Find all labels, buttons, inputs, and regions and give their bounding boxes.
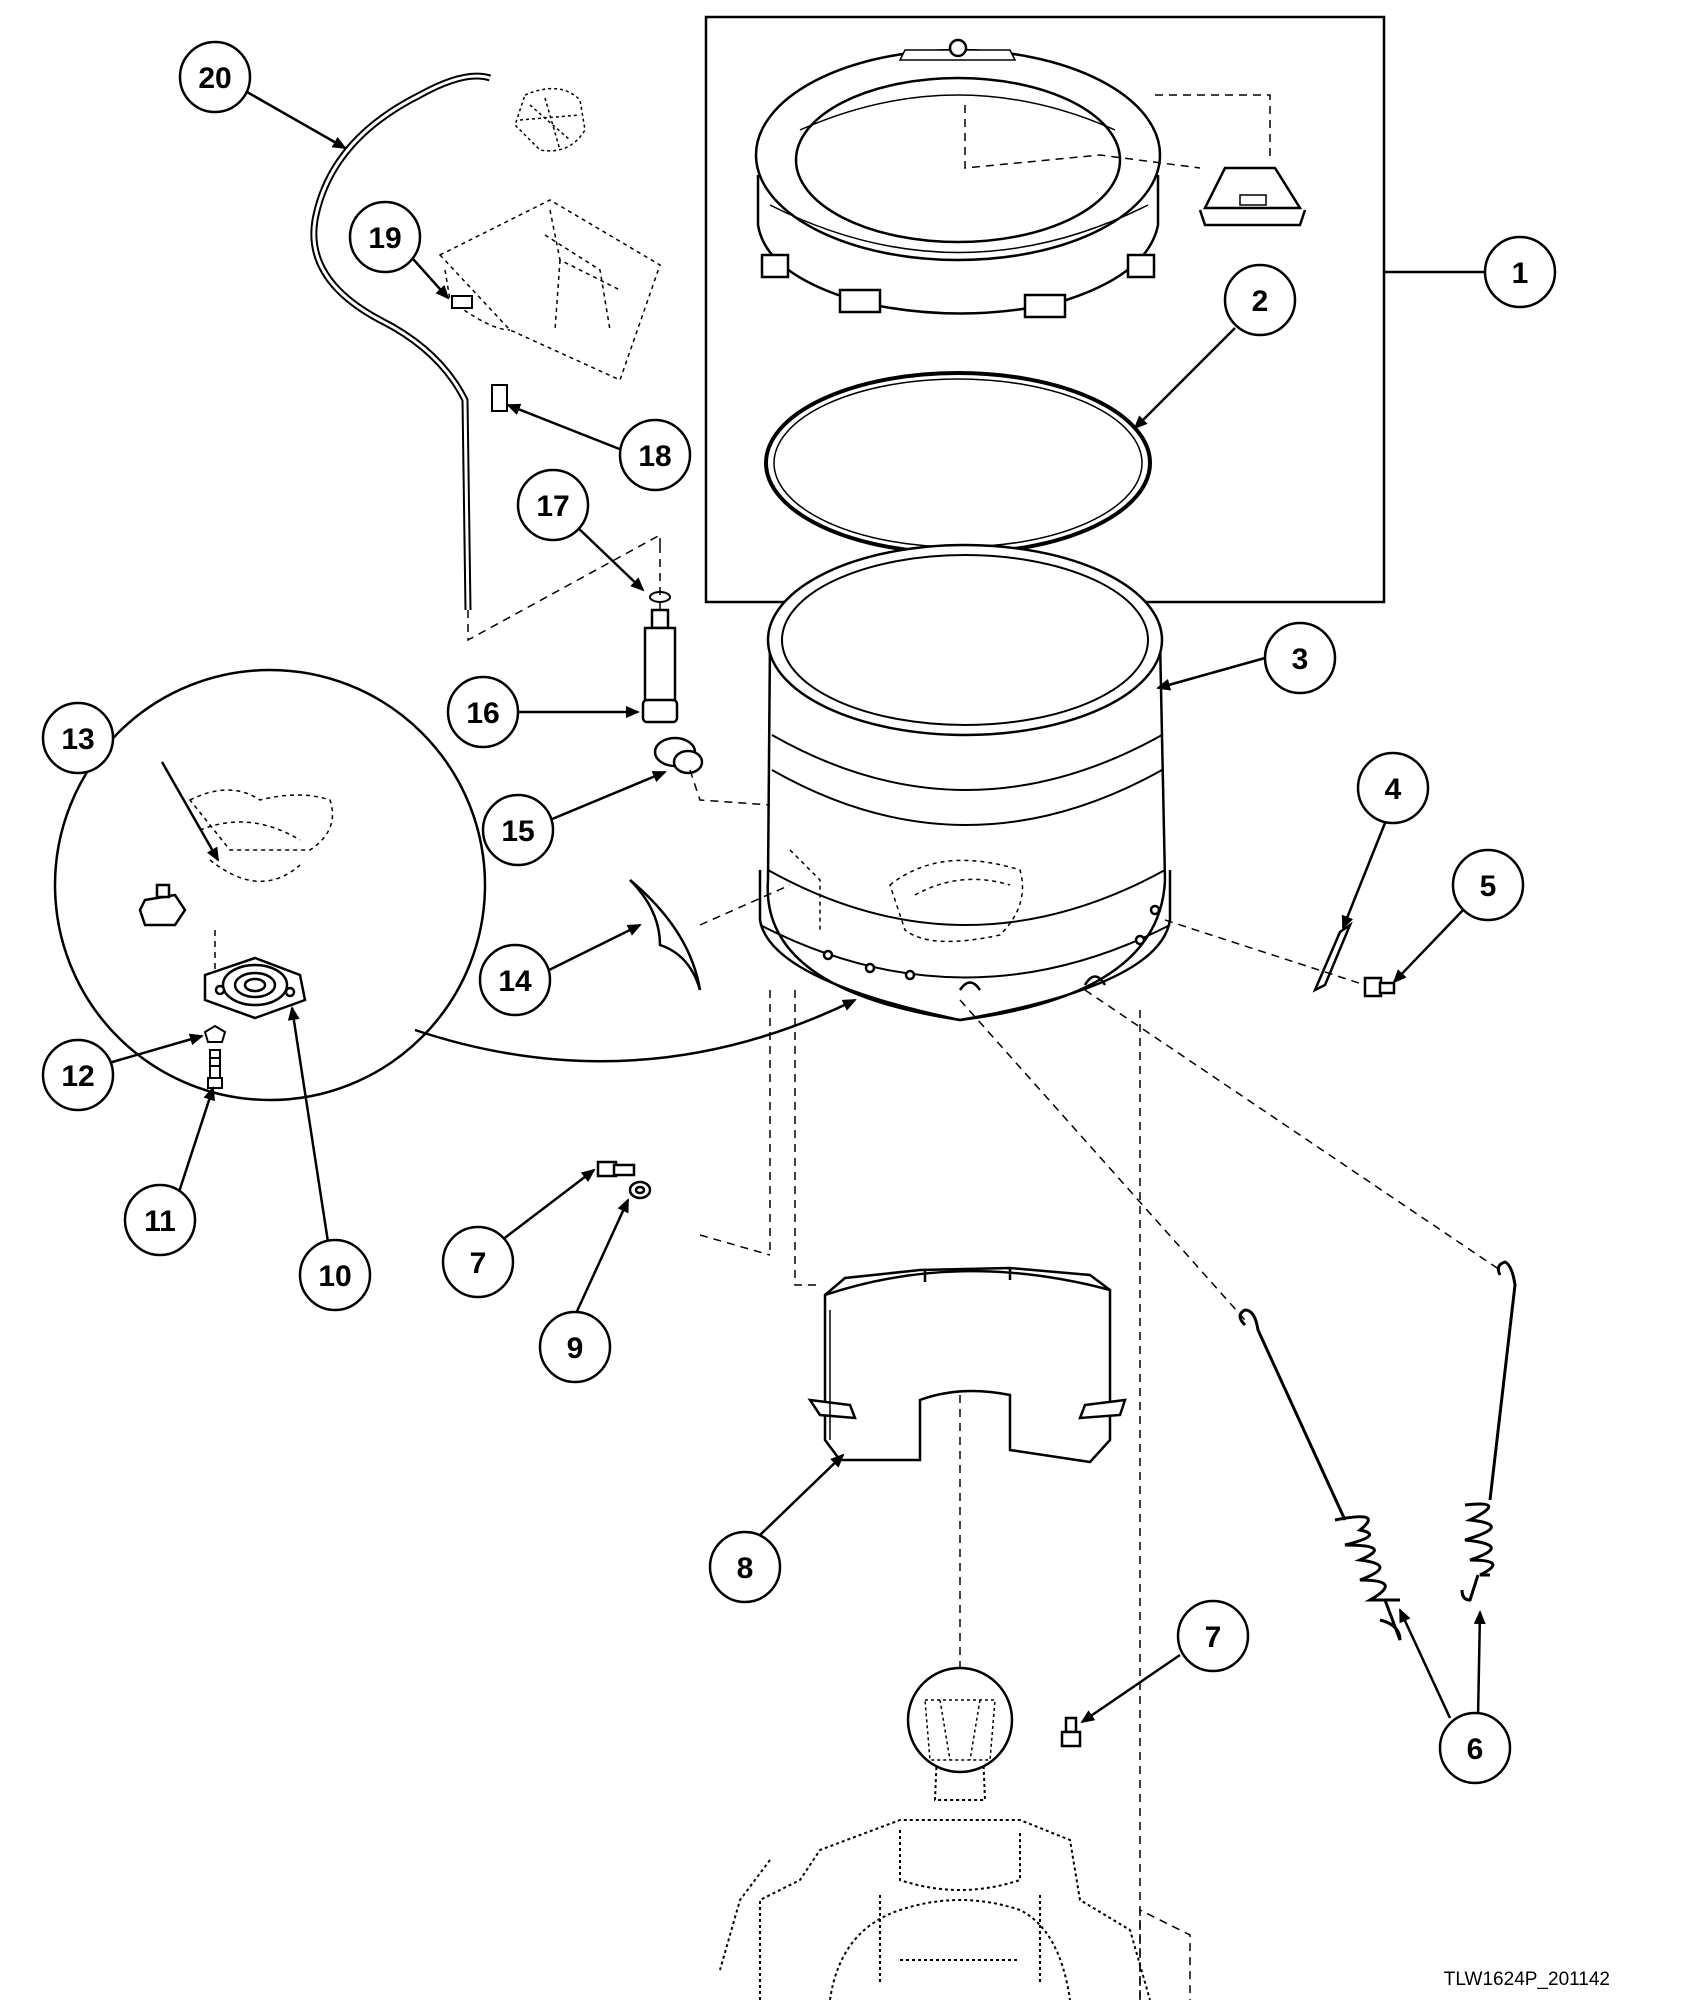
clip-part-18 [491, 384, 508, 412]
svg-text:11: 11 [144, 1205, 176, 1238]
svg-text:15: 15 [501, 815, 534, 848]
screw-11 [207, 1049, 223, 1089]
tub-seal-ring [764, 371, 1152, 555]
washer-part-9 [628, 1180, 652, 1200]
bracket-part-4 [1312, 921, 1353, 993]
svg-text:2: 2 [1252, 285, 1269, 318]
svg-text:9: 9 [567, 1332, 584, 1365]
screw-part-5 [1363, 976, 1396, 998]
callout-16: 16 [446, 675, 520, 749]
nut-part-13 [138, 883, 187, 927]
callout-7-upper: 7 [441, 1225, 515, 1299]
callout-6: 6 [1438, 1711, 1512, 1785]
transmission-detail-hidden [924, 1699, 996, 1761]
callout-17: 17 [516, 468, 590, 542]
callout-11: 11 [123, 1183, 197, 1257]
tub-cover-ring [754, 38, 1162, 319]
callout-7-lower: 7 [1176, 1599, 1250, 1673]
drain-hose [310, 72, 492, 611]
tube-fitting-16 [641, 608, 679, 724]
grommet-15 [653, 736, 704, 775]
outer-tub [758, 543, 1172, 1022]
hidden-bracket-in-detail [188, 789, 334, 883]
svg-text:16: 16 [466, 697, 499, 730]
callout-12: 12 [41, 1038, 115, 1112]
callout-19: 19 [348, 200, 422, 274]
dispenser-tray-hidden [438, 199, 661, 382]
svg-text:13: 13 [61, 723, 94, 756]
svg-text:12: 12 [61, 1060, 94, 1093]
callout-4: 4 [1356, 751, 1430, 825]
detail-magnifier-circle [53, 668, 857, 1102]
svg-text:20: 20 [198, 62, 231, 95]
screw-part-7-lower [1060, 1716, 1082, 1748]
transmission-magnifier-circle [906, 1666, 1014, 1774]
spring-right [1460, 1260, 1517, 1602]
callout-5: 5 [1451, 848, 1525, 922]
callout-8: 8 [708, 1530, 782, 1604]
callout-9: 9 [538, 1310, 612, 1384]
svg-text:4: 4 [1385, 773, 1402, 806]
callout-2: 2 [1223, 263, 1297, 337]
screw-part-7-upper [596, 1160, 636, 1178]
svg-text:5: 5 [1480, 870, 1497, 903]
svg-text:1: 1 [1512, 257, 1529, 290]
spring-left [1238, 1308, 1402, 1641]
svg-text:17: 17 [536, 490, 569, 523]
callout-13: 13 [41, 701, 115, 775]
lock-washer-12 [203, 1024, 227, 1043]
tub-cover-panel-8 [807, 1266, 1127, 1464]
drawing-code: TLW1624P_201142 [1444, 1969, 1610, 1990]
tub-strip-14 [629, 879, 702, 991]
svg-text:7: 7 [1205, 1621, 1222, 1654]
svg-text:7: 7 [470, 1247, 487, 1280]
tub-inner-bracket-hidden [789, 849, 1024, 943]
svg-text:3: 3 [1292, 643, 1309, 676]
callout-15: 15 [481, 793, 555, 867]
callout-3: 3 [1263, 621, 1337, 695]
svg-text:18: 18 [638, 440, 671, 473]
svg-text:10: 10 [318, 1260, 351, 1293]
cover-clip-part [1198, 166, 1307, 227]
svg-text:19: 19 [368, 222, 401, 255]
callout-1: 1 [1483, 235, 1557, 309]
valve-part-hidden [514, 87, 586, 152]
clip-part-19 [451, 295, 473, 309]
svg-text:6: 6 [1467, 1733, 1484, 1766]
callout-20: 20 [178, 40, 252, 114]
bearing-housing-10 [203, 956, 307, 1020]
svg-text:14: 14 [498, 965, 532, 998]
base-dotted-frame [879, 1830, 1041, 1985]
callout-10: 10 [298, 1238, 372, 1312]
callout-arrows [101, 86, 1486, 1724]
ring-clip-17 [649, 591, 671, 603]
callout-14: 14 [478, 943, 552, 1017]
callout-18: 18 [618, 418, 692, 492]
svg-text:8: 8 [737, 1552, 754, 1585]
